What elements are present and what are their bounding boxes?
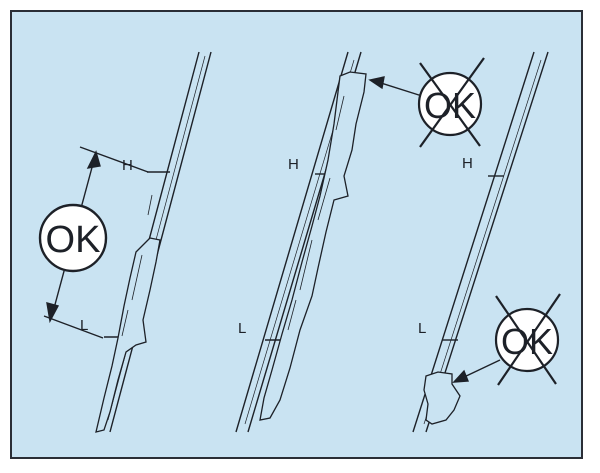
ok-badge-text: OK	[46, 219, 101, 261]
panel-left: H L OK	[38, 51, 212, 433]
dipstick-right	[412, 51, 549, 433]
ok-badge: OK	[38, 203, 108, 273]
lower-mark-label: L	[238, 320, 246, 337]
pointer-arrow	[452, 359, 501, 383]
oil-film-middle	[259, 71, 367, 421]
upper-mark-label: H	[462, 155, 473, 172]
panel-right: H L OK	[412, 51, 561, 433]
lower-mark-label: L	[418, 320, 426, 337]
panel-middle: H L OK	[235, 51, 485, 433]
oil-film-right	[423, 371, 461, 425]
cross-icon	[495, 293, 561, 386]
lower-mark-label: L	[80, 317, 88, 334]
upper-mark-label: H	[122, 157, 133, 174]
upper-mark-label: H	[288, 156, 299, 173]
crossed-ok-badge: OK	[417, 57, 485, 148]
pointer-arrow	[368, 76, 423, 97]
crossed-ok-badge: OK	[494, 293, 561, 386]
oil-film-left	[95, 237, 161, 433]
cross-icon	[419, 57, 485, 148]
